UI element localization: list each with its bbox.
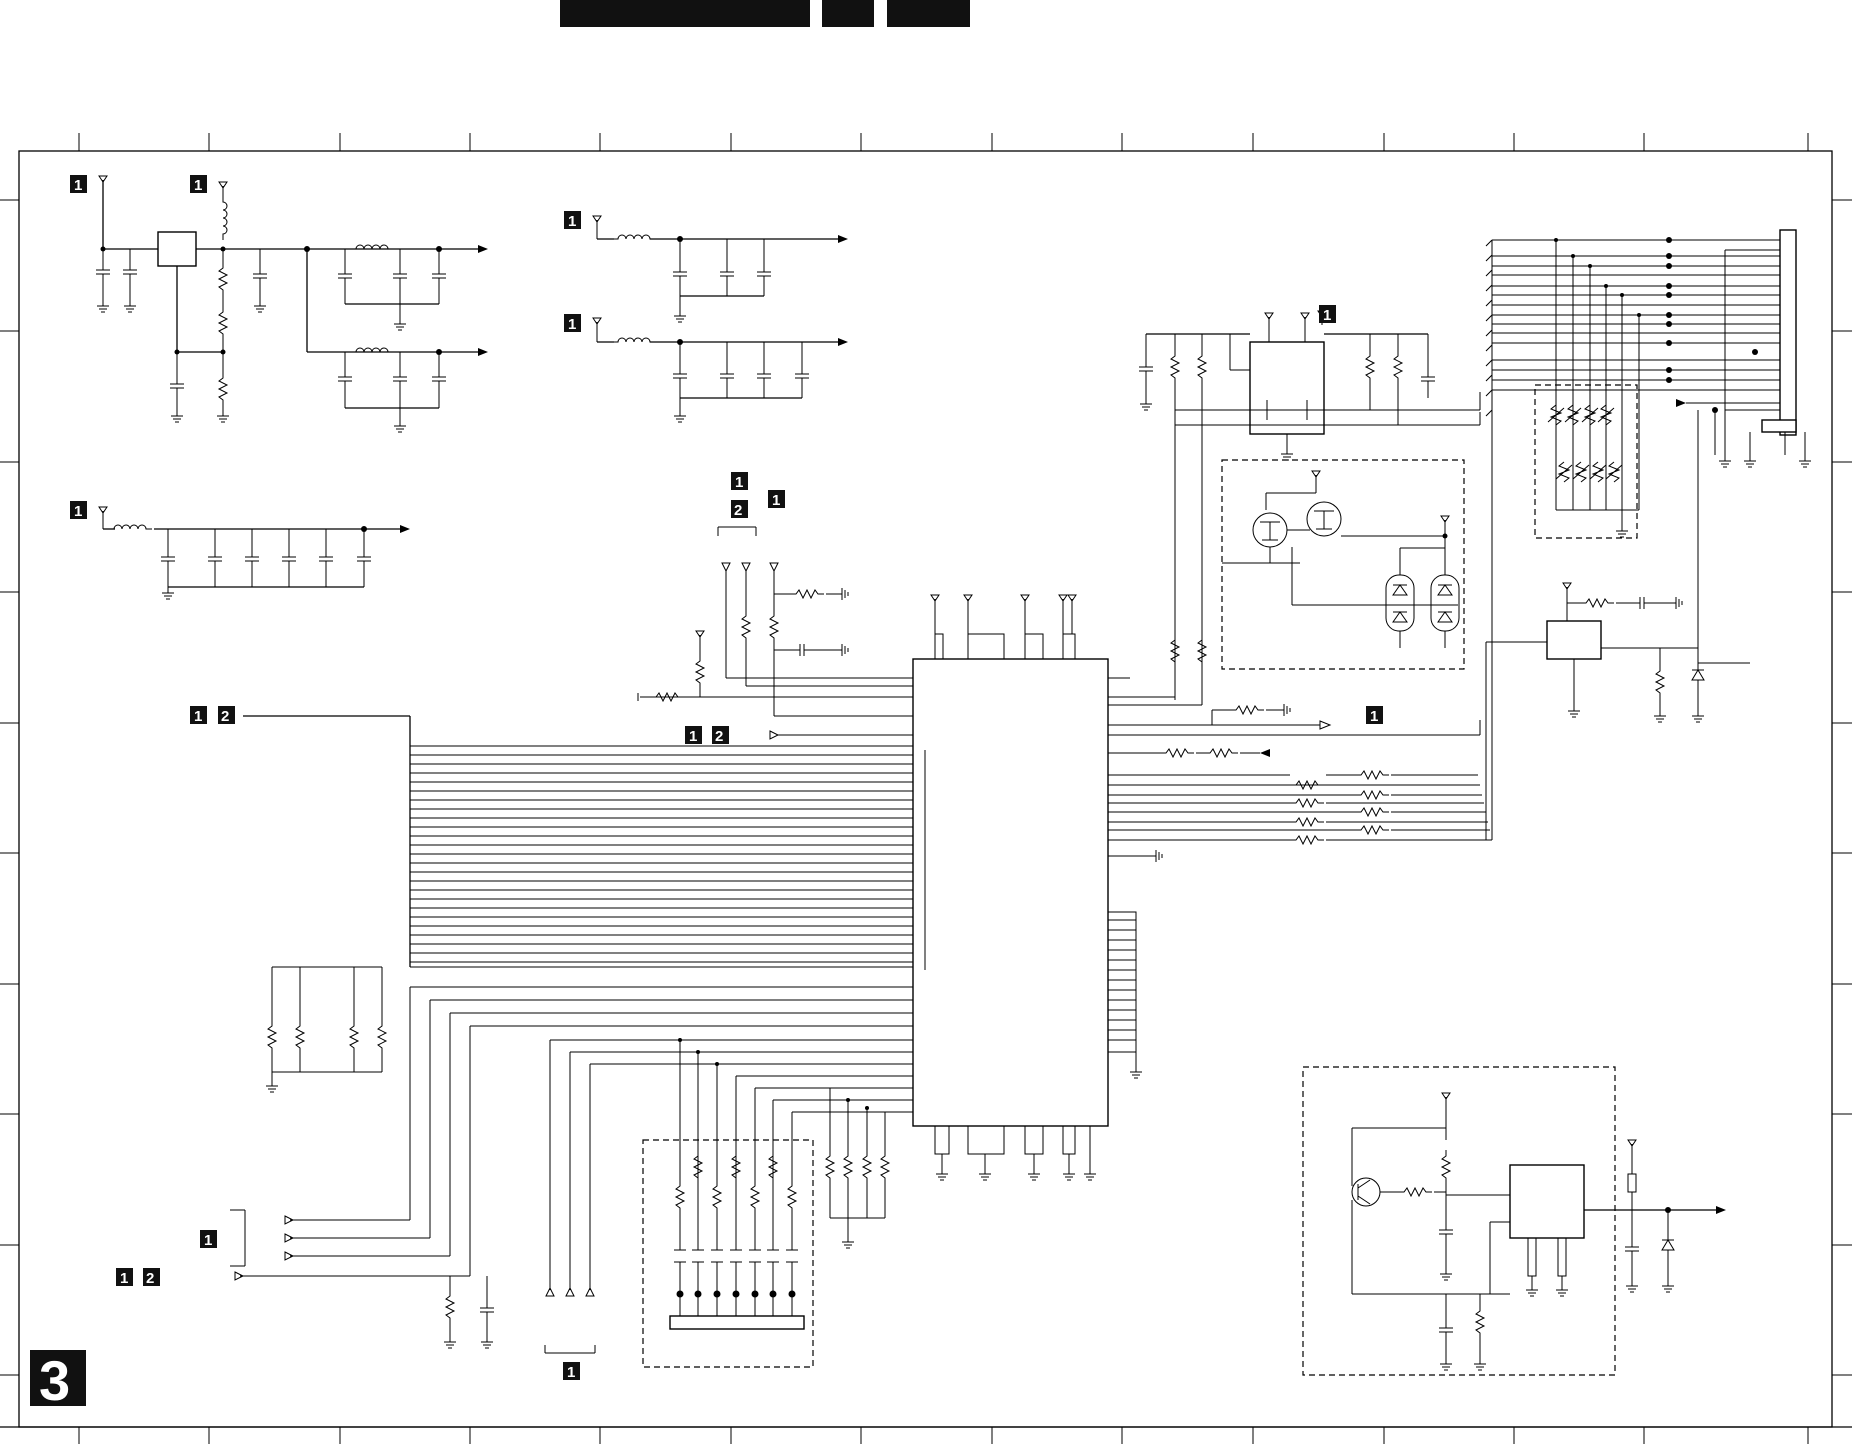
tag-1-e: 1 [70, 501, 87, 520]
svg-text:1: 1 [567, 1364, 575, 1381]
power-supply-block-4 [593, 318, 848, 422]
main-ic [913, 595, 1142, 1180]
svg-text:1: 1 [120, 1270, 128, 1287]
tag-1-a: 1 [70, 175, 87, 194]
svg-text:2: 2 [715, 728, 723, 745]
tag-1-n: 1 [563, 1362, 580, 1381]
svg-text:1: 1 [568, 213, 576, 230]
power-supply-block-3 [593, 216, 848, 322]
svg-text:2: 2 [734, 502, 742, 519]
tag-2-f: 2 [731, 500, 748, 519]
tag-1-g: 1 [768, 490, 785, 509]
svg-text:1: 1 [1370, 708, 1378, 725]
tag-1-i: 1 [685, 726, 702, 745]
svg-text:2: 2 [146, 1270, 154, 1287]
mosfet-block [1222, 460, 1464, 669]
tag-1-k: 1 [1366, 706, 1383, 725]
svg-text:1: 1 [689, 728, 697, 745]
regulator-section [1139, 311, 1480, 700]
power-supply-block-2 [99, 507, 410, 599]
svg-text:1: 1 [1323, 307, 1331, 324]
varistor-array [1535, 385, 1639, 538]
control-lines-left [230, 987, 913, 1353]
svg-text:1: 1 [735, 474, 743, 491]
ic-right-signals [1108, 240, 1492, 862]
svg-text:1: 1 [568, 316, 576, 333]
ic-control-inputs [638, 527, 913, 739]
data-bus-left [243, 716, 913, 1092]
small-ic-right [1486, 583, 1704, 840]
header-bars [560, 0, 970, 27]
svg-text:2: 2 [221, 708, 229, 725]
svg-text:1: 1 [204, 1232, 212, 1249]
tag-1-f: 1 [731, 472, 748, 491]
svg-text:1: 1 [772, 492, 780, 509]
tag-1-j: 1 [1319, 305, 1336, 324]
tag-1-b: 1 [190, 175, 207, 194]
svg-text:1: 1 [74, 177, 82, 194]
svg-text:3: 3 [39, 1349, 70, 1412]
power-supply-block-1 [96, 176, 488, 432]
tag-2-h: 2 [218, 706, 235, 725]
tag-1-c: 1 [564, 211, 581, 230]
resistor-array-block [643, 1038, 913, 1367]
tag-2-m: 2 [143, 1268, 160, 1287]
sheet-number-badge: 3 [30, 1349, 86, 1412]
svg-text:1: 1 [194, 708, 202, 725]
connector-top-right [1492, 230, 1811, 663]
tag-2-i: 2 [712, 726, 729, 745]
tag-1-m: 1 [116, 1268, 133, 1287]
svg-text:1: 1 [74, 503, 82, 520]
tag-1-d: 1 [564, 314, 581, 333]
svg-text:1: 1 [194, 177, 202, 194]
tag-1-h: 1 [190, 706, 207, 725]
regulator-block-bottom [1303, 1067, 1726, 1375]
tag-1-l: 1 [200, 1230, 217, 1249]
